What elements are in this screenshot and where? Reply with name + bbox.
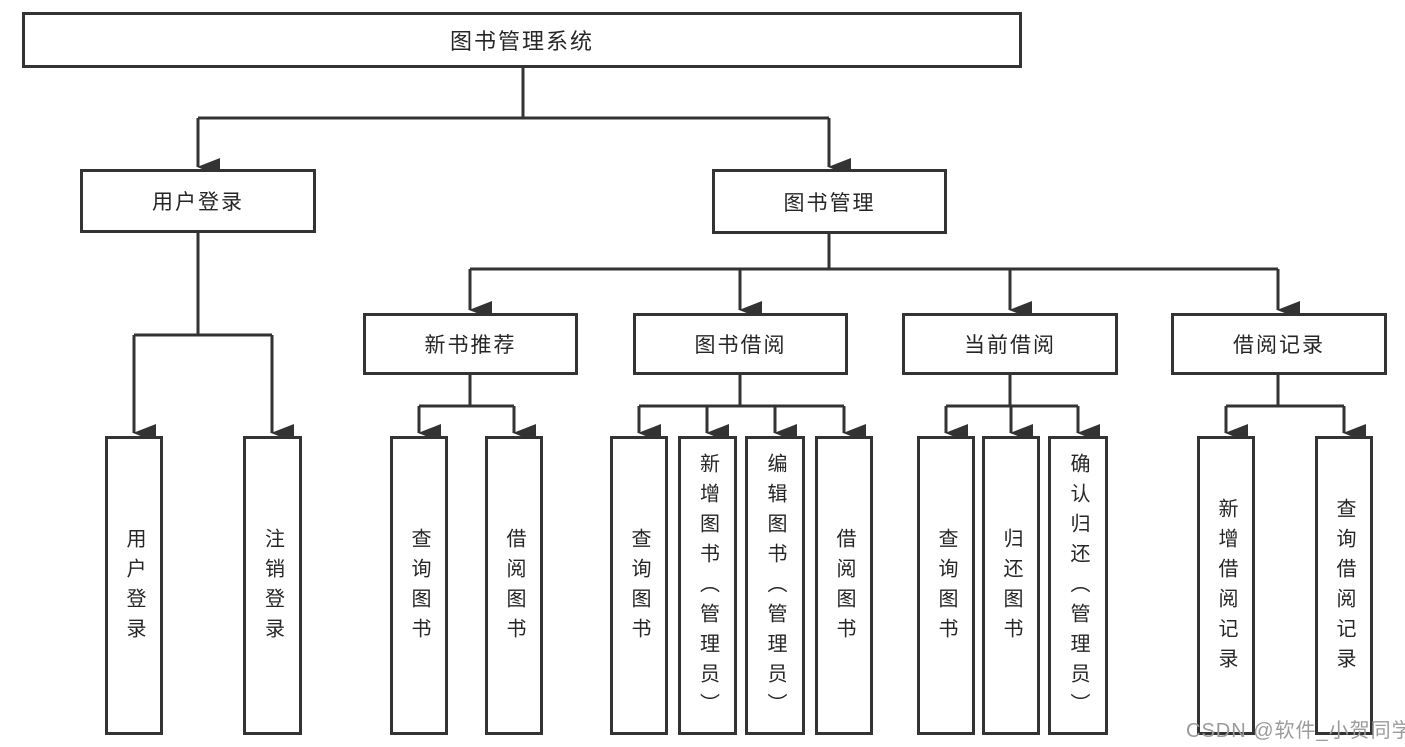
leaf-query-book-current: 查询图书 (917, 436, 975, 735)
node-user-login: 用户登录 (80, 169, 316, 233)
node-book-borrow: 图书借阅 (633, 313, 848, 375)
node-current-borrow: 当前借阅 (902, 313, 1118, 375)
leaf-add-borrow-record: 新增借阅记录 (1197, 436, 1255, 735)
leaf-query-book-borrow: 查询图书 (610, 436, 668, 735)
leaf-confirm-return-admin: 确认归还（管理员） (1048, 436, 1108, 735)
leaf-logout: 注销登录 (243, 436, 302, 735)
leaf-return-book: 归还图书 (982, 436, 1040, 735)
leaf-add-book-admin: 新增图书（管理员） (678, 436, 737, 735)
node-new-book-recommend: 新书推荐 (363, 313, 578, 375)
node-book-management: 图书管理 (712, 169, 947, 234)
leaf-query-borrow-record: 查询借阅记录 (1315, 436, 1373, 735)
leaf-user-login: 用户登录 (105, 436, 163, 735)
leaf-borrow-book-recommend: 借阅图书 (485, 436, 543, 735)
leaf-edit-book-admin: 编辑图书（管理员） (745, 436, 805, 735)
leaf-borrow-book: 借阅图书 (815, 436, 873, 735)
node-borrow-records: 借阅记录 (1171, 313, 1387, 375)
node-root-library-system: 图书管理系统 (22, 12, 1022, 68)
csdn-watermark: CSDN @软件_小贺同学 (1186, 720, 1405, 742)
leaf-query-book-recommend: 查询图书 (390, 436, 448, 735)
